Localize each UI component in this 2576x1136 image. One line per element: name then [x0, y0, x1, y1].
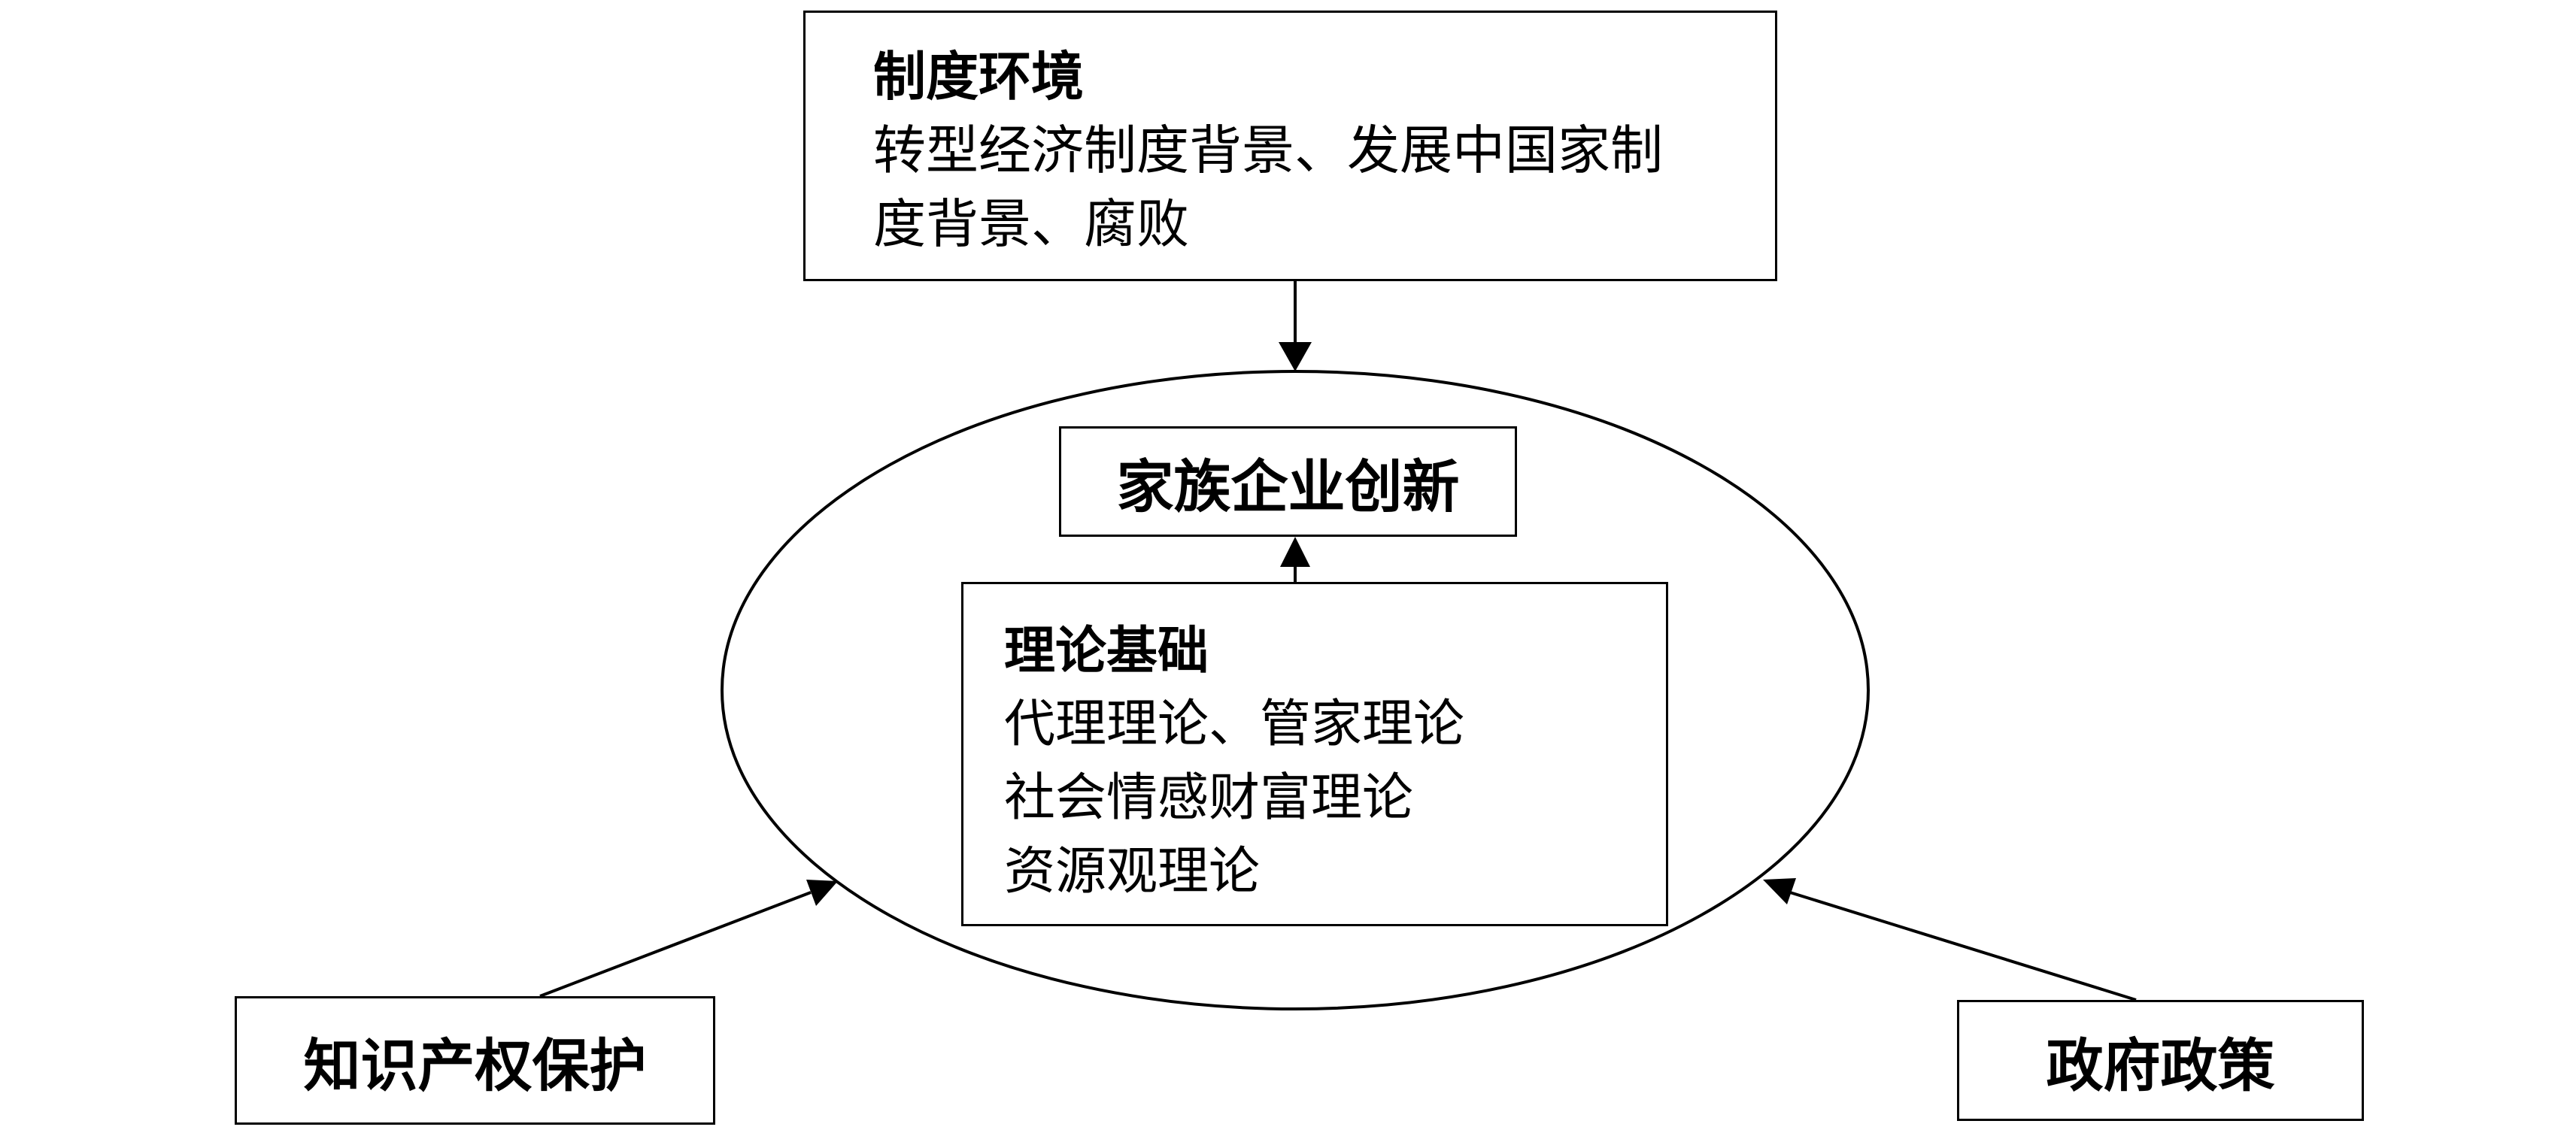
arrow-ip-to-framework [539, 891, 812, 998]
theory-line-1: 代理理论、管家理论 [1004, 695, 1465, 754]
arrowhead-ip [806, 880, 838, 906]
innovation-title: 家族企业创新 [1116, 453, 1460, 520]
theory-title: 理论基础 [1004, 621, 1209, 681]
theory-line-2: 社会情感财富理论 [1004, 768, 1414, 828]
theory-box: 理论基础 代理理论、管家理论 社会情感财富理论 资源观理论 [961, 582, 1668, 926]
arrowhead-institution [1279, 342, 1312, 371]
institution-line-2: 度背景、腐败 [873, 193, 1189, 255]
institution-title: 制度环境 [873, 45, 1084, 108]
ip-protection-box: 知识产权保护 [235, 996, 715, 1125]
institution-line-1: 转型经济制度背景、发展中国家制 [873, 120, 1663, 181]
innovation-box: 家族企业创新 [1059, 426, 1517, 537]
theory-line-3: 资源观理论 [1004, 842, 1261, 901]
arrow-policy-to-framework [1789, 891, 2137, 1001]
institution-box: 制度环境 转型经济制度背景、发展中国家制 度背景、腐败 [803, 11, 1777, 281]
arrowhead-theory [1280, 537, 1310, 567]
ip-protection-title: 知识产权保护 [303, 1031, 647, 1099]
arrowhead-policy [1763, 878, 1796, 904]
government-policy-box: 政府政策 [1957, 1000, 2364, 1121]
government-policy-title: 政府政策 [2046, 1031, 2275, 1099]
